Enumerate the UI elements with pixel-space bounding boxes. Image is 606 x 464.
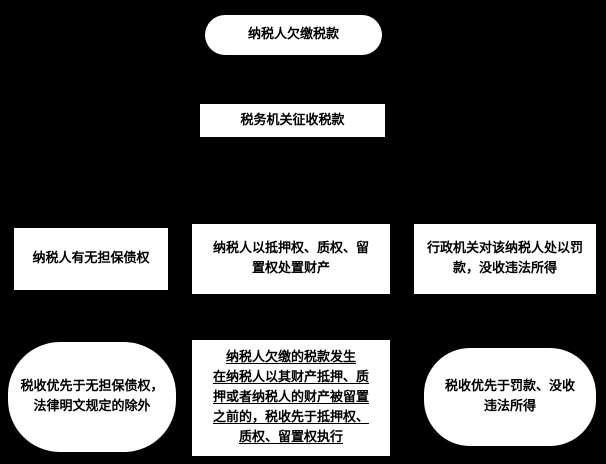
node-result-prior-to-secured: 纳税人欠缴的税款发生 在纳税人以其财产抵押、质 押或者纳税人的财产被留置 之前的… — [192, 340, 390, 456]
node-condition-unsecured-claims: 纳税人有无担保债权 — [14, 228, 168, 290]
node-text-line: 税务机关征收税款 — [240, 112, 345, 128]
node-text-line: 之前的，税收先于抵押权、 — [212, 410, 369, 425]
node-text-line: 行政机关对该纳税人处以罚 — [426, 241, 583, 256]
node-text-line: 质权、留置权执行 — [238, 430, 343, 445]
node-text-line: 在纳税人以其财产抵押、质 — [212, 370, 369, 385]
node-text-line: 纳税人欠缴的税款发生 — [225, 350, 356, 365]
node-text-line: 置权处置财产 — [251, 261, 330, 276]
node-text-line: 税收优先于无担保债权， — [20, 379, 164, 394]
node-tax-authority-collects: 税务机关征收税款 — [200, 104, 385, 137]
node-condition-secured-disposal: 纳税人以抵押权、质权、留 置权处置财产 — [192, 224, 390, 294]
node-text-line: 押或者纳税人的财产被留置 — [212, 390, 369, 405]
node-taxpayer-owes-taxes: 纳税人欠缴税款 — [205, 15, 382, 55]
node-result-prior-to-fines: 税收优先于罚款、没收 违法所得 — [424, 348, 596, 446]
node-text-line: 纳税人有无担保债权 — [32, 251, 150, 266]
node-text-line: 违法所得 — [483, 399, 536, 414]
node-text-line: 税收优先于罚款、没收 — [444, 379, 575, 394]
node-result-prior-to-unsecured: 税收优先于无担保债权， 法律明文规定的除外 — [8, 342, 176, 452]
node-text-line: 法律明文规定的除外 — [33, 399, 151, 414]
node-text-line: 款，没收违法所得 — [452, 261, 557, 276]
node-text-line: 纳税人欠缴税款 — [247, 27, 339, 42]
node-condition-admin-fines: 行政机关对该纳税人处以罚 款，没收违法所得 — [414, 224, 596, 294]
node-text-line: 纳税人以抵押权、质权、留 — [212, 241, 369, 256]
